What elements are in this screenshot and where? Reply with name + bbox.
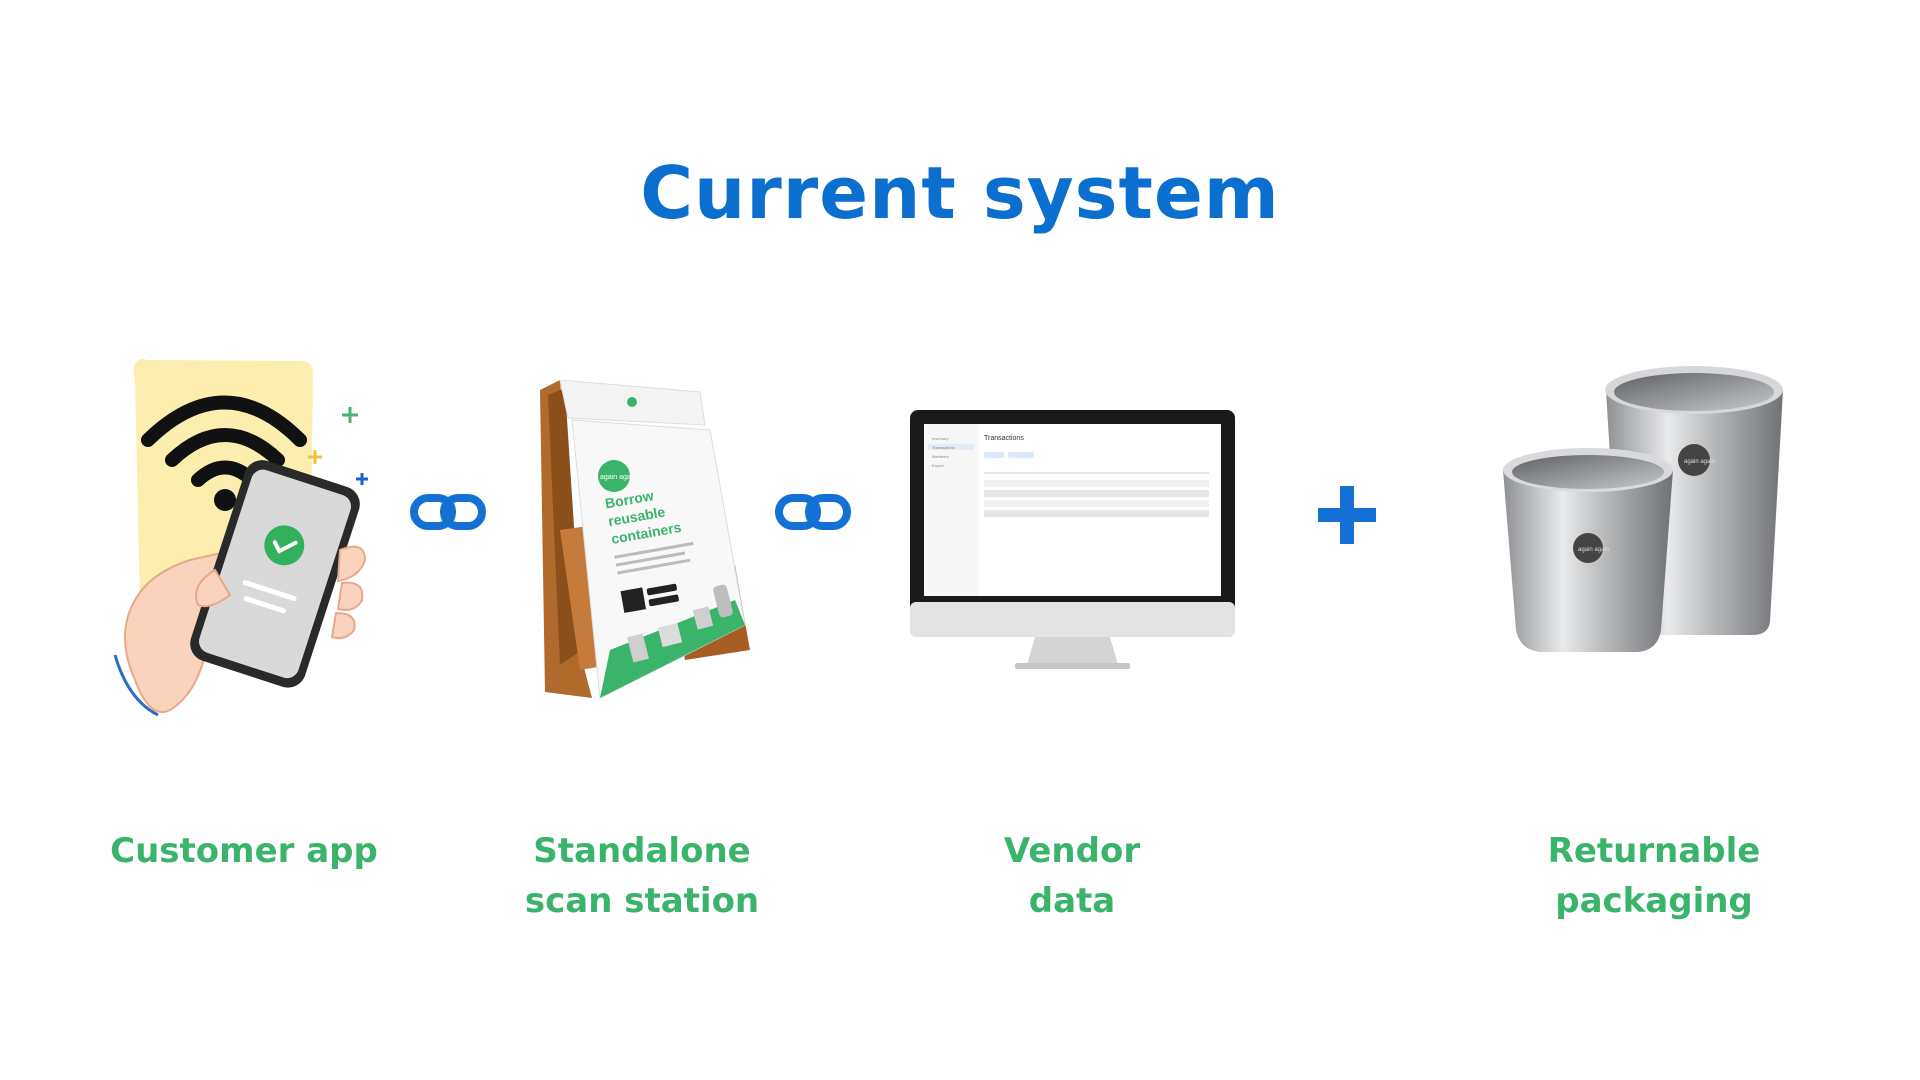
- customer-app-illustration: [110, 355, 380, 725]
- label-scan-station: Standalone scan station: [452, 826, 832, 926]
- label-line: packaging: [1464, 876, 1844, 926]
- link-icon: [410, 492, 486, 532]
- nav-item: Transactions: [932, 445, 955, 450]
- scan-station-brand: again again: [600, 474, 636, 481]
- nav-item: Inventory: [932, 436, 948, 441]
- label-line: Returnable: [1464, 826, 1844, 876]
- plus-icon: [1316, 484, 1378, 546]
- label-customer-app: Customer app: [54, 826, 434, 876]
- link-icon: [775, 492, 851, 532]
- label-line: Standalone: [452, 826, 832, 876]
- nav-item: Members: [932, 454, 949, 459]
- cup-brand: again again: [1578, 547, 1609, 553]
- nav-item: Export: [932, 463, 944, 468]
- cup-brand: again again: [1684, 459, 1715, 465]
- label-line: Vendor: [882, 826, 1262, 876]
- label-line: data: [882, 876, 1262, 926]
- diagram-title: Current system: [0, 148, 1920, 238]
- scan-station-illustration: again again Borrow reusable containers: [520, 380, 765, 700]
- label-returnable-packaging: Returnable packaging: [1464, 826, 1844, 926]
- vendor-monitor-illustration: Inventory Transactions Members Export Tr…: [910, 410, 1235, 672]
- label-vendor-data: Vendor data: [882, 826, 1262, 926]
- label-line: scan station: [452, 876, 832, 926]
- label-line: Customer app: [54, 826, 434, 876]
- screen-heading: Transactions: [984, 435, 1024, 442]
- steel-cups-illustration: again again again again: [1498, 360, 1788, 665]
